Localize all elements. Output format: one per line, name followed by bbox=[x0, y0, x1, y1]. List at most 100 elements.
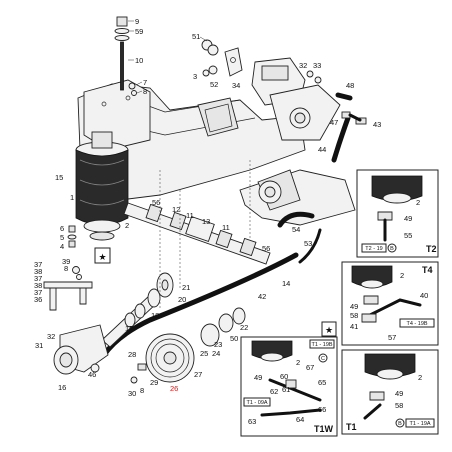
inset-t1: 2 49 58 B T1 - 19A T1 bbox=[341, 349, 439, 435]
callout: 10 bbox=[135, 56, 143, 65]
callout-highlight: 26 bbox=[170, 384, 178, 393]
inset-tag: T1 bbox=[346, 422, 357, 432]
callout: 59 bbox=[135, 27, 143, 36]
left-housing-16 bbox=[53, 324, 109, 375]
inset-t4: 2 40 49 58 41 57 T4 - 19B T4 bbox=[341, 261, 439, 346]
callout: 44 bbox=[318, 145, 326, 154]
callout: 25 bbox=[200, 349, 208, 358]
callout: 30 bbox=[128, 389, 136, 398]
callout: 31 bbox=[35, 341, 43, 350]
callout: 8 bbox=[64, 264, 68, 273]
callout: 20 bbox=[178, 295, 186, 304]
callout: 56 bbox=[152, 198, 160, 207]
callout: 33 bbox=[313, 61, 321, 70]
callout: 2 bbox=[125, 221, 129, 230]
ref-label: T2 - 19 bbox=[365, 246, 382, 252]
callout: 51 bbox=[192, 32, 200, 41]
callout: 49 bbox=[350, 302, 358, 311]
circle-marker: B bbox=[398, 421, 402, 427]
callout: 18 bbox=[151, 311, 159, 320]
callout: 32 bbox=[299, 61, 307, 70]
compressor-unit bbox=[251, 57, 341, 141]
callout: 14 bbox=[282, 279, 290, 288]
callout: 23 bbox=[214, 340, 222, 349]
star-marker-right: ★ bbox=[321, 321, 337, 337]
callout: 6 bbox=[60, 224, 64, 233]
filter-cylinder-1 bbox=[75, 131, 129, 241]
callout: 62 bbox=[270, 387, 278, 396]
callout: 11 bbox=[222, 223, 230, 232]
callout: 58 bbox=[395, 401, 403, 410]
callout: 16 bbox=[58, 383, 66, 392]
left-bracket-37 bbox=[43, 266, 93, 311]
callout: 34 bbox=[232, 81, 240, 90]
right-bracket bbox=[239, 169, 356, 264]
callout: 2 bbox=[400, 271, 404, 280]
callout-labels: 9 59 10 7 8 51 3 52 34 32 33 48 47 43 44… bbox=[34, 17, 381, 398]
callout: 36 bbox=[34, 295, 42, 304]
callout: 2 bbox=[296, 358, 300, 367]
inset-t1w: T1 - 19B T1 - 09A C 2 49 60 67 65 61 62 … bbox=[240, 336, 338, 437]
callout: 37 bbox=[34, 288, 42, 297]
bolt-10 bbox=[114, 16, 134, 91]
pulley-26 bbox=[130, 307, 246, 384]
callout: 13 bbox=[202, 217, 210, 226]
callout: 32 bbox=[47, 332, 55, 341]
hose-44-assembly bbox=[331, 92, 367, 163]
callout: 52 bbox=[210, 80, 218, 89]
inset-tag: T4 bbox=[422, 265, 433, 275]
callout: 8 bbox=[140, 386, 144, 395]
circle-marker: B bbox=[390, 246, 394, 252]
callout: 43 bbox=[373, 120, 381, 129]
callout: 49 bbox=[254, 373, 262, 382]
callout: 28 bbox=[128, 350, 136, 359]
callout: 15 bbox=[55, 173, 63, 182]
ref-label: T4 - 19B bbox=[406, 321, 427, 327]
callout: 39 bbox=[62, 257, 70, 266]
callout: 47 bbox=[330, 118, 338, 127]
callout: 17 bbox=[125, 324, 133, 333]
callout: 46 bbox=[88, 370, 96, 379]
callout: 4 bbox=[60, 242, 64, 251]
callout: 60 bbox=[280, 372, 288, 381]
callout: 29 bbox=[150, 378, 158, 387]
bracket-assembly-51 bbox=[199, 36, 243, 77]
callout: 8 bbox=[143, 87, 147, 96]
shaft-assembly bbox=[123, 202, 271, 265]
callout: 37 bbox=[34, 260, 42, 269]
callout: 24 bbox=[212, 349, 220, 358]
callout: 37 bbox=[34, 274, 42, 283]
callout: 48 bbox=[346, 81, 354, 90]
callout: 38 bbox=[34, 267, 42, 276]
callout: 42 bbox=[258, 292, 266, 301]
callout: 63 bbox=[248, 417, 256, 426]
hardware-7-8 bbox=[128, 81, 143, 96]
callout: 49 bbox=[404, 214, 412, 223]
callout: 2 bbox=[418, 373, 422, 382]
ref-label: T1 - 19A bbox=[409, 421, 430, 427]
callout: 57 bbox=[388, 333, 396, 342]
callout: 40 bbox=[420, 291, 428, 300]
callout: 22 bbox=[240, 323, 248, 332]
callout: 49 bbox=[395, 389, 403, 398]
callout: 65 bbox=[318, 378, 326, 387]
callout: 3 bbox=[193, 72, 197, 81]
callout: 66 bbox=[318, 405, 326, 414]
fittings-4-5-6 bbox=[67, 225, 77, 248]
callout: 56 bbox=[262, 244, 270, 253]
callout: 64 bbox=[296, 415, 304, 424]
callout: 58 bbox=[350, 311, 358, 320]
callout: 2 bbox=[416, 198, 420, 207]
disc-21-shaft-17 bbox=[101, 272, 174, 348]
callout: 1 bbox=[70, 193, 74, 202]
callout: 38 bbox=[34, 281, 42, 290]
callout: 54 bbox=[292, 225, 300, 234]
callout: 11 bbox=[186, 211, 194, 220]
inset-t2: 2 49 55 T2 - 19 B T2 bbox=[356, 169, 439, 258]
star-symbol: ★ bbox=[98, 252, 106, 262]
main-housing bbox=[77, 79, 306, 201]
callout: 55 bbox=[404, 231, 412, 240]
callout: 27 bbox=[194, 370, 202, 379]
guide-lines bbox=[159, 160, 251, 310]
